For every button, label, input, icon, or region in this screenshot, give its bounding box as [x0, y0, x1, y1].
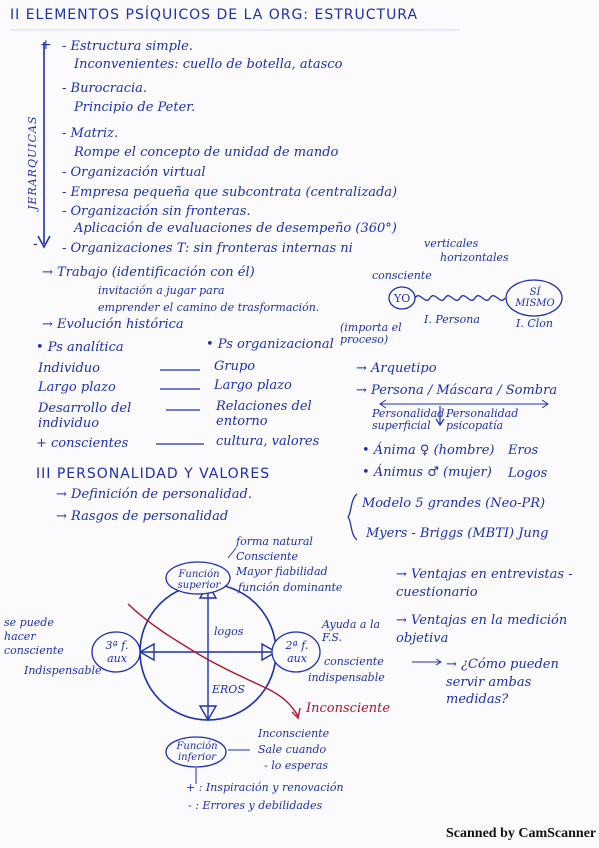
- ps-analitica: • Ps analítica: [36, 340, 124, 355]
- question-ambas-medidas: → ¿Cómo pueden servir ambas medidas?: [446, 657, 559, 708]
- personalidad-psicopatia: Personalidad psicopatía: [446, 407, 519, 433]
- persona-sub-label: I. Persona: [424, 313, 480, 326]
- personalidad-superficial: Personalidad superficial: [372, 407, 445, 433]
- item-burocracia: - Burocracia.: [62, 81, 148, 96]
- ayuda-fs: Ayuda a la F.S.: [322, 618, 381, 645]
- item-horizontales: horizontales: [440, 251, 509, 264]
- aux3-label: 3ª f. aux: [105, 639, 129, 665]
- bottom-note-2: Sale cuando: [258, 743, 327, 756]
- pair-left-3: Desarrollo del individuo: [38, 401, 132, 431]
- top-note-1: forma natural: [236, 535, 313, 548]
- consciente-label: consciente: [372, 269, 432, 282]
- animus: • Ánimus ♂ (mujer): [362, 465, 492, 480]
- si-mismo-circle: [505, 279, 563, 317]
- item-principio-peter: Principio de Peter.: [74, 100, 196, 115]
- bottom-note-3: - lo esperas: [264, 759, 329, 772]
- si-mismo-label: SÍ MISMO: [515, 287, 555, 309]
- pair-left-2: Largo plazo: [38, 380, 116, 395]
- ventajas-entrevistas: → Ventajas en entrevistas - cuestionario: [396, 567, 573, 600]
- plus-note: + : Inspiración y renovación: [186, 781, 344, 794]
- top-note-3: Mayor fiabilidad: [236, 565, 328, 578]
- ps-organizacional: • Ps organizacional: [206, 337, 334, 352]
- persona-mascara-sombra: → Persona / Máscara / Sombra: [356, 383, 558, 398]
- yo-label: YO: [394, 292, 411, 305]
- trabajo-line-3: emprender el camino de trasformación.: [98, 301, 320, 314]
- item-estructura-simple: - Estructura simple.: [62, 39, 193, 54]
- trabajo-line: → Trabajo (identificación con él): [42, 265, 255, 280]
- funcion-inferior-ellipse: [165, 736, 227, 768]
- eros-label: Eros: [508, 443, 539, 458]
- item-org-sin-fronteras: - Organización sin fronteras.: [62, 204, 251, 219]
- aux2-ellipse: [271, 631, 321, 673]
- item-evaluaciones-360: Aplicación de evaluaciones de desempeño …: [74, 221, 397, 236]
- definicion-personalidad: → Definición de personalidad.: [56, 487, 252, 502]
- aux3-ellipse: [91, 631, 141, 673]
- evolucion-historica: → Evolución histórica: [42, 317, 184, 332]
- pair-right-1: Grupo: [214, 359, 256, 374]
- minus-note: - : Errores y debilidades: [188, 799, 323, 812]
- myers-briggs: Myers - Briggs (MBTI) Jung: [366, 526, 549, 541]
- importa-proceso: (importa el proceso): [340, 321, 402, 347]
- aux2-label: 2ª f. aux: [285, 639, 309, 665]
- rasgos-personalidad: → Rasgos de personalidad: [56, 509, 229, 524]
- bottom-note-1: Inconsciente: [258, 727, 330, 740]
- brace: [347, 493, 358, 541]
- logos-in-circle: logos: [214, 625, 244, 638]
- plus-sign: +: [40, 37, 52, 53]
- arquetipo: → Arquetipo: [356, 361, 437, 376]
- funcion-superior-label: Función superior: [177, 569, 221, 591]
- left-note-consciente: se puede hacer consciente: [4, 616, 64, 657]
- pair-left-4: + conscientes: [36, 436, 129, 451]
- vertical-label-jerarquicas: JERARQUICAS: [26, 115, 39, 210]
- hierarchy-arrowhead: [37, 235, 51, 249]
- funcion-inferior-label: Función inferior: [176, 741, 218, 763]
- item-org-t: - Organizaciones T: sin fronteras intern…: [62, 241, 353, 256]
- pair-right-2: Largo plazo: [214, 378, 292, 393]
- yo-squiggle: [414, 295, 506, 301]
- item-org-virtual: - Organización virtual: [62, 165, 206, 180]
- item-verticales: verticales: [424, 237, 479, 250]
- trabajo-line-2: invitación a jugar para: [98, 284, 225, 297]
- consciente-right: consciente: [324, 655, 384, 668]
- pair-right-3: Relaciones del entorno: [216, 399, 312, 429]
- funcion-superior-ellipse: [165, 561, 231, 595]
- item-inconvenientes: Inconvenientes: cuello de botella, atasc…: [74, 57, 343, 72]
- item-empresa-pequena: - Empresa pequeña que subcontrata (centr…: [62, 185, 398, 200]
- scanner-footer: Scanned by CamScanner: [446, 826, 597, 841]
- anima: • Ánima ♀ (hombre): [362, 443, 495, 458]
- clon-sub-label: I. Clon: [516, 317, 553, 330]
- top-note-2: Consciente: [236, 550, 298, 563]
- modelo-5-grandes: Modelo 5 grandes (Neo-PR): [362, 496, 546, 511]
- item-rompe-concepto: Rompe el concepto de unidad de mando: [74, 145, 339, 160]
- top-note-4: función dominante: [238, 581, 343, 594]
- ventajas-medicion: → Ventajas en la medición objetiva: [396, 613, 568, 646]
- item-matriz: - Matriz.: [62, 126, 119, 141]
- red-diagonal: [127, 603, 299, 717]
- logos-label: Logos: [508, 466, 548, 481]
- section-title-estructura: II ELEMENTOS PSÍQUICOS DE LA ORG: ESTRUC…: [10, 7, 419, 23]
- indispensable-right: indispensable: [308, 671, 385, 684]
- inconsciente-red: Inconsciente: [306, 701, 391, 716]
- section-title-personalidad: III PERSONALIDAD Y VALORES: [36, 466, 271, 482]
- pair-left-1: Individuo: [38, 361, 101, 376]
- pair-right-4: cultura, valores: [216, 434, 320, 449]
- minus-sign: -: [33, 236, 38, 252]
- eros-in-circle: EROS: [212, 683, 245, 696]
- indispensable-left: Indispensable: [24, 664, 102, 677]
